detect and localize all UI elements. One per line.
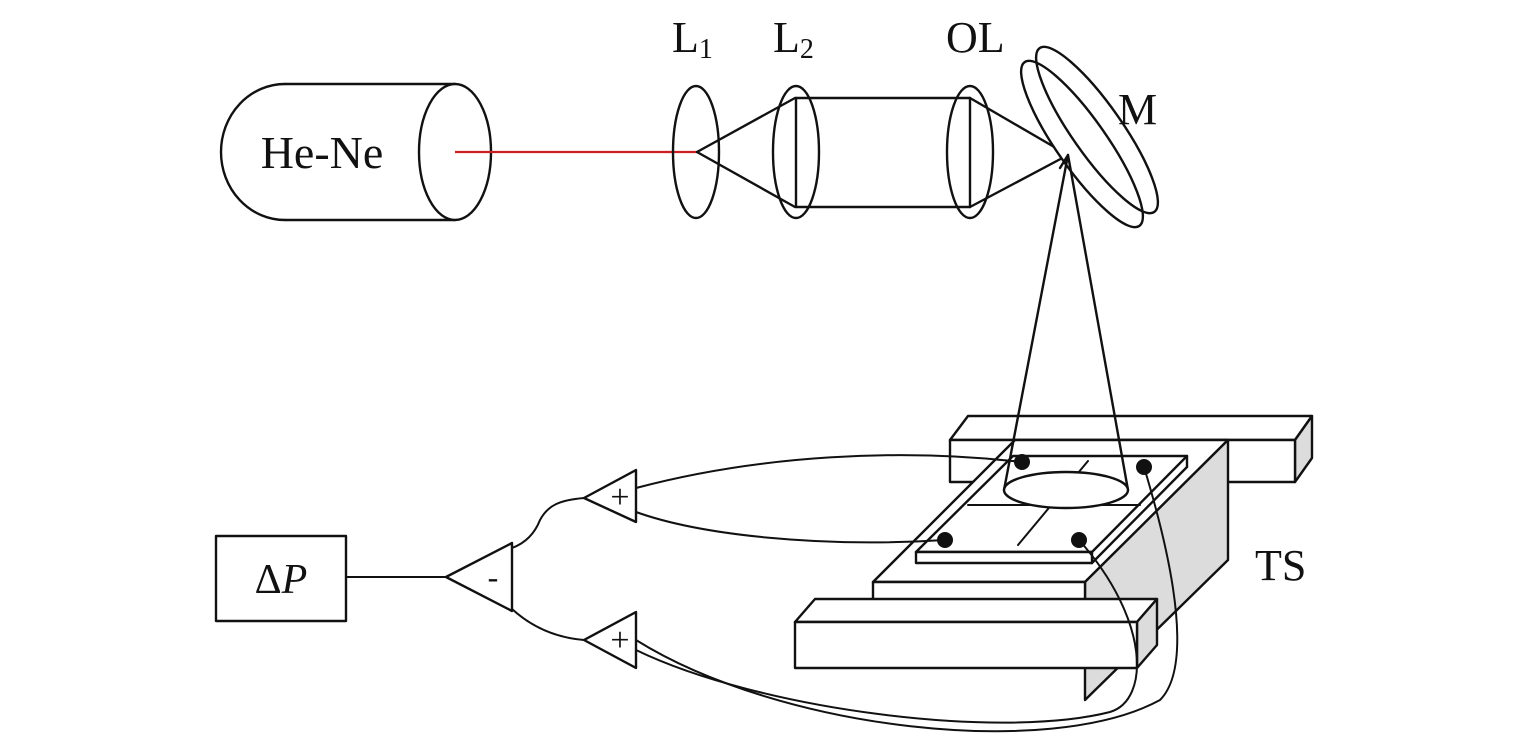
lens-l1 — [671, 84, 721, 220]
he-ne-laser: He-Ne — [219, 82, 493, 222]
translation-stage — [793, 414, 1314, 702]
lens-l1-label: L1 — [672, 13, 713, 65]
lens-l2 — [771, 84, 821, 220]
amplifier-top: + — [582, 468, 638, 524]
optics-train — [671, 84, 1070, 220]
svg-text:+: + — [610, 622, 629, 659]
beam-cone-l1-l2 — [695, 96, 797, 209]
objective-lens-label: OL — [946, 13, 1005, 62]
svg-text:+: + — [610, 479, 629, 516]
amplifier-bottom: + — [582, 610, 638, 670]
delta-symbol: Δ — [255, 557, 282, 603]
signal-wires — [345, 454, 1179, 733]
output-box: ΔP — [214, 534, 348, 623]
objective-lens — [945, 84, 995, 220]
electrode-contacts — [937, 454, 1152, 548]
svg-text:-: - — [488, 559, 499, 595]
laser-label: He-Ne — [261, 127, 384, 178]
power-symbol: P — [281, 557, 308, 603]
differential-amplifier: - — [444, 541, 514, 613]
lens-l2-label: L2 — [773, 13, 814, 65]
svg-text:ΔP: ΔP — [255, 557, 308, 603]
stage-label: TS — [1255, 541, 1306, 590]
mirror-label: M — [1118, 85, 1157, 134]
illumination-cone — [1002, 153, 1130, 510]
collimated-beam — [794, 96, 972, 209]
mirror — [1019, 45, 1160, 229]
